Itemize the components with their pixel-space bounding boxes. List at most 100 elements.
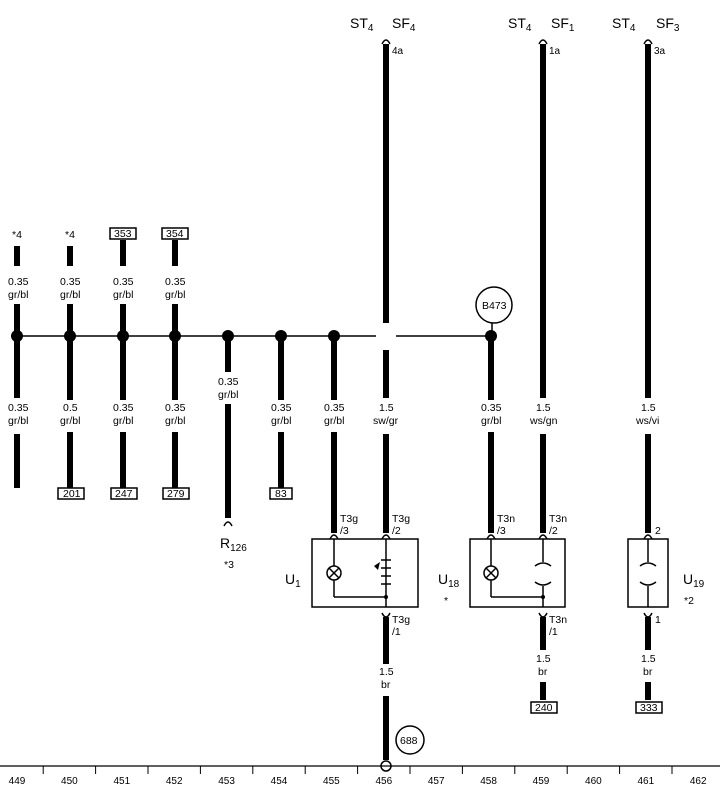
ruler-label: 459 xyxy=(533,776,550,787)
ground-688-circle xyxy=(395,725,425,755)
b473-marker: B473 xyxy=(475,286,513,336)
r126-label: R126 xyxy=(220,535,247,554)
bottom-refs: 201 247 279 83 240 333 xyxy=(57,487,663,714)
color-461-lower: br xyxy=(643,666,653,678)
size-450-lower: 0.5 xyxy=(63,402,78,414)
ruler-label: 462 xyxy=(690,776,707,787)
ruler-label: 453 xyxy=(218,776,235,787)
ruler-label: 455 xyxy=(323,776,340,787)
ruler-label: 454 xyxy=(271,776,288,787)
pin-label-4a: 4a xyxy=(392,46,404,57)
color-461-upper: ws/vi xyxy=(635,415,659,427)
u1-arc-1 xyxy=(381,612,391,618)
ref-box-201 xyxy=(57,487,85,500)
u18-arc-1 xyxy=(538,612,548,618)
u18-t3n-pin3: T3n xyxy=(497,513,515,525)
gap-459-lower xyxy=(533,650,553,682)
color-450-lower: gr/bl xyxy=(60,415,80,427)
r126-note: *3 xyxy=(224,559,234,571)
u18-t3n-pin1: T3n xyxy=(549,614,567,626)
u19-pin2: 2 xyxy=(655,525,661,537)
b473-label: B473 xyxy=(482,300,507,312)
u18-note: * xyxy=(444,595,448,607)
color-450-upper: gr/bl xyxy=(60,289,80,301)
ruler-label: 461 xyxy=(637,776,654,787)
u19-bulb-icon-top xyxy=(639,562,657,567)
color-449-upper: gr/bl xyxy=(8,289,28,301)
size-461-upper: 1.5 xyxy=(641,402,656,414)
connector-arc-4a xyxy=(381,39,391,45)
u1-t3g-pin3: T3g xyxy=(340,513,358,525)
u1-t3g-pin2: T3g xyxy=(392,513,410,525)
color-452-lower: gr/bl xyxy=(165,415,185,427)
gap-456 xyxy=(376,398,396,434)
color-454: gr/bl xyxy=(271,415,291,427)
u18-component: T3n /3 T3n /2 T3n /1 U18 * xyxy=(438,513,567,638)
ref-box-83 xyxy=(269,487,293,500)
color-458: gr/bl xyxy=(481,415,501,427)
size-459-upper: 1.5 xyxy=(536,402,551,414)
size-461-lower: 1.5 xyxy=(641,653,656,665)
ref-box-333 xyxy=(635,701,663,714)
u1-switch-icon xyxy=(381,559,391,585)
ref-240: 240 xyxy=(535,702,553,714)
ground-688-label: 688 xyxy=(400,735,418,747)
u1-switch-arrow-icon xyxy=(374,562,380,570)
u19-bulb-icon-bottom xyxy=(639,581,657,586)
u1-pin2: /2 xyxy=(392,525,401,537)
ruler-label: 449 xyxy=(9,776,26,787)
u18-pin2: /2 xyxy=(549,525,558,537)
size-458: 0.35 xyxy=(481,402,502,414)
u1-t3g-pin1: T3g xyxy=(392,614,410,626)
size-451-lower: 0.35 xyxy=(113,402,134,414)
label-st4-459: ST4 xyxy=(508,15,532,34)
ruler-label: 450 xyxy=(61,776,78,787)
ruler-label: 452 xyxy=(166,776,183,787)
pin-label-3a: 3a xyxy=(654,46,666,57)
color-456-upper: sw/gr xyxy=(373,415,399,427)
size-456-lower: 1.5 xyxy=(379,666,394,678)
size-451-upper: 0.35 xyxy=(113,276,134,288)
top-labels: ST4 SF4 ST4 SF1 ST4 SF3 xyxy=(350,15,680,34)
u18-arc-3 xyxy=(486,534,496,540)
connector-arc-1a xyxy=(538,39,548,45)
ref-333: 333 xyxy=(640,702,658,714)
stub-ref-452: 354 xyxy=(166,228,184,240)
u1-arc-3 xyxy=(329,534,339,540)
u18-bulb-icon-top xyxy=(534,562,552,567)
ref-201: 201 xyxy=(63,488,81,500)
top-connectors: 4a 1a 3a xyxy=(381,39,666,57)
ruler-label: 456 xyxy=(375,776,392,787)
u19-label: U19 xyxy=(683,571,705,590)
u1-node xyxy=(384,595,388,599)
color-451-lower: gr/bl xyxy=(113,415,133,427)
lower-wire-labels: 1.5 br 1.5 br 1.5 br xyxy=(376,650,658,696)
stub-ref-451: 353 xyxy=(114,228,132,240)
ref-279: 279 xyxy=(167,488,185,500)
color-451-upper: gr/bl xyxy=(113,289,133,301)
stub-ref-box-451 xyxy=(109,227,137,240)
ref-box-240 xyxy=(530,701,558,714)
color-459-lower: br xyxy=(538,666,548,678)
u18-node xyxy=(541,595,545,599)
ref-247: 247 xyxy=(115,488,133,500)
u19-note: *2 xyxy=(684,595,694,607)
size-456-upper: 1.5 xyxy=(379,402,394,414)
u18-pin3: /3 xyxy=(497,525,506,537)
u19-arc-2 xyxy=(643,534,653,540)
u1-pin3: /3 xyxy=(340,525,349,537)
stub-ref-box-452 xyxy=(161,227,189,240)
color-456-lower: br xyxy=(381,679,391,691)
u1-arc-2 xyxy=(381,534,391,540)
connector-arc-3a xyxy=(643,39,653,45)
u1-lamp-x2 xyxy=(328,567,340,579)
u1-label: U1 xyxy=(285,571,301,590)
u19-arc-1 xyxy=(643,612,653,618)
u18-lamp-x2 xyxy=(485,567,497,579)
ruler-label: 458 xyxy=(480,776,497,787)
gap-461 xyxy=(638,398,658,434)
u18-bulb-icon-bottom xyxy=(534,581,552,586)
label-st4-456: ST4 xyxy=(350,15,374,34)
